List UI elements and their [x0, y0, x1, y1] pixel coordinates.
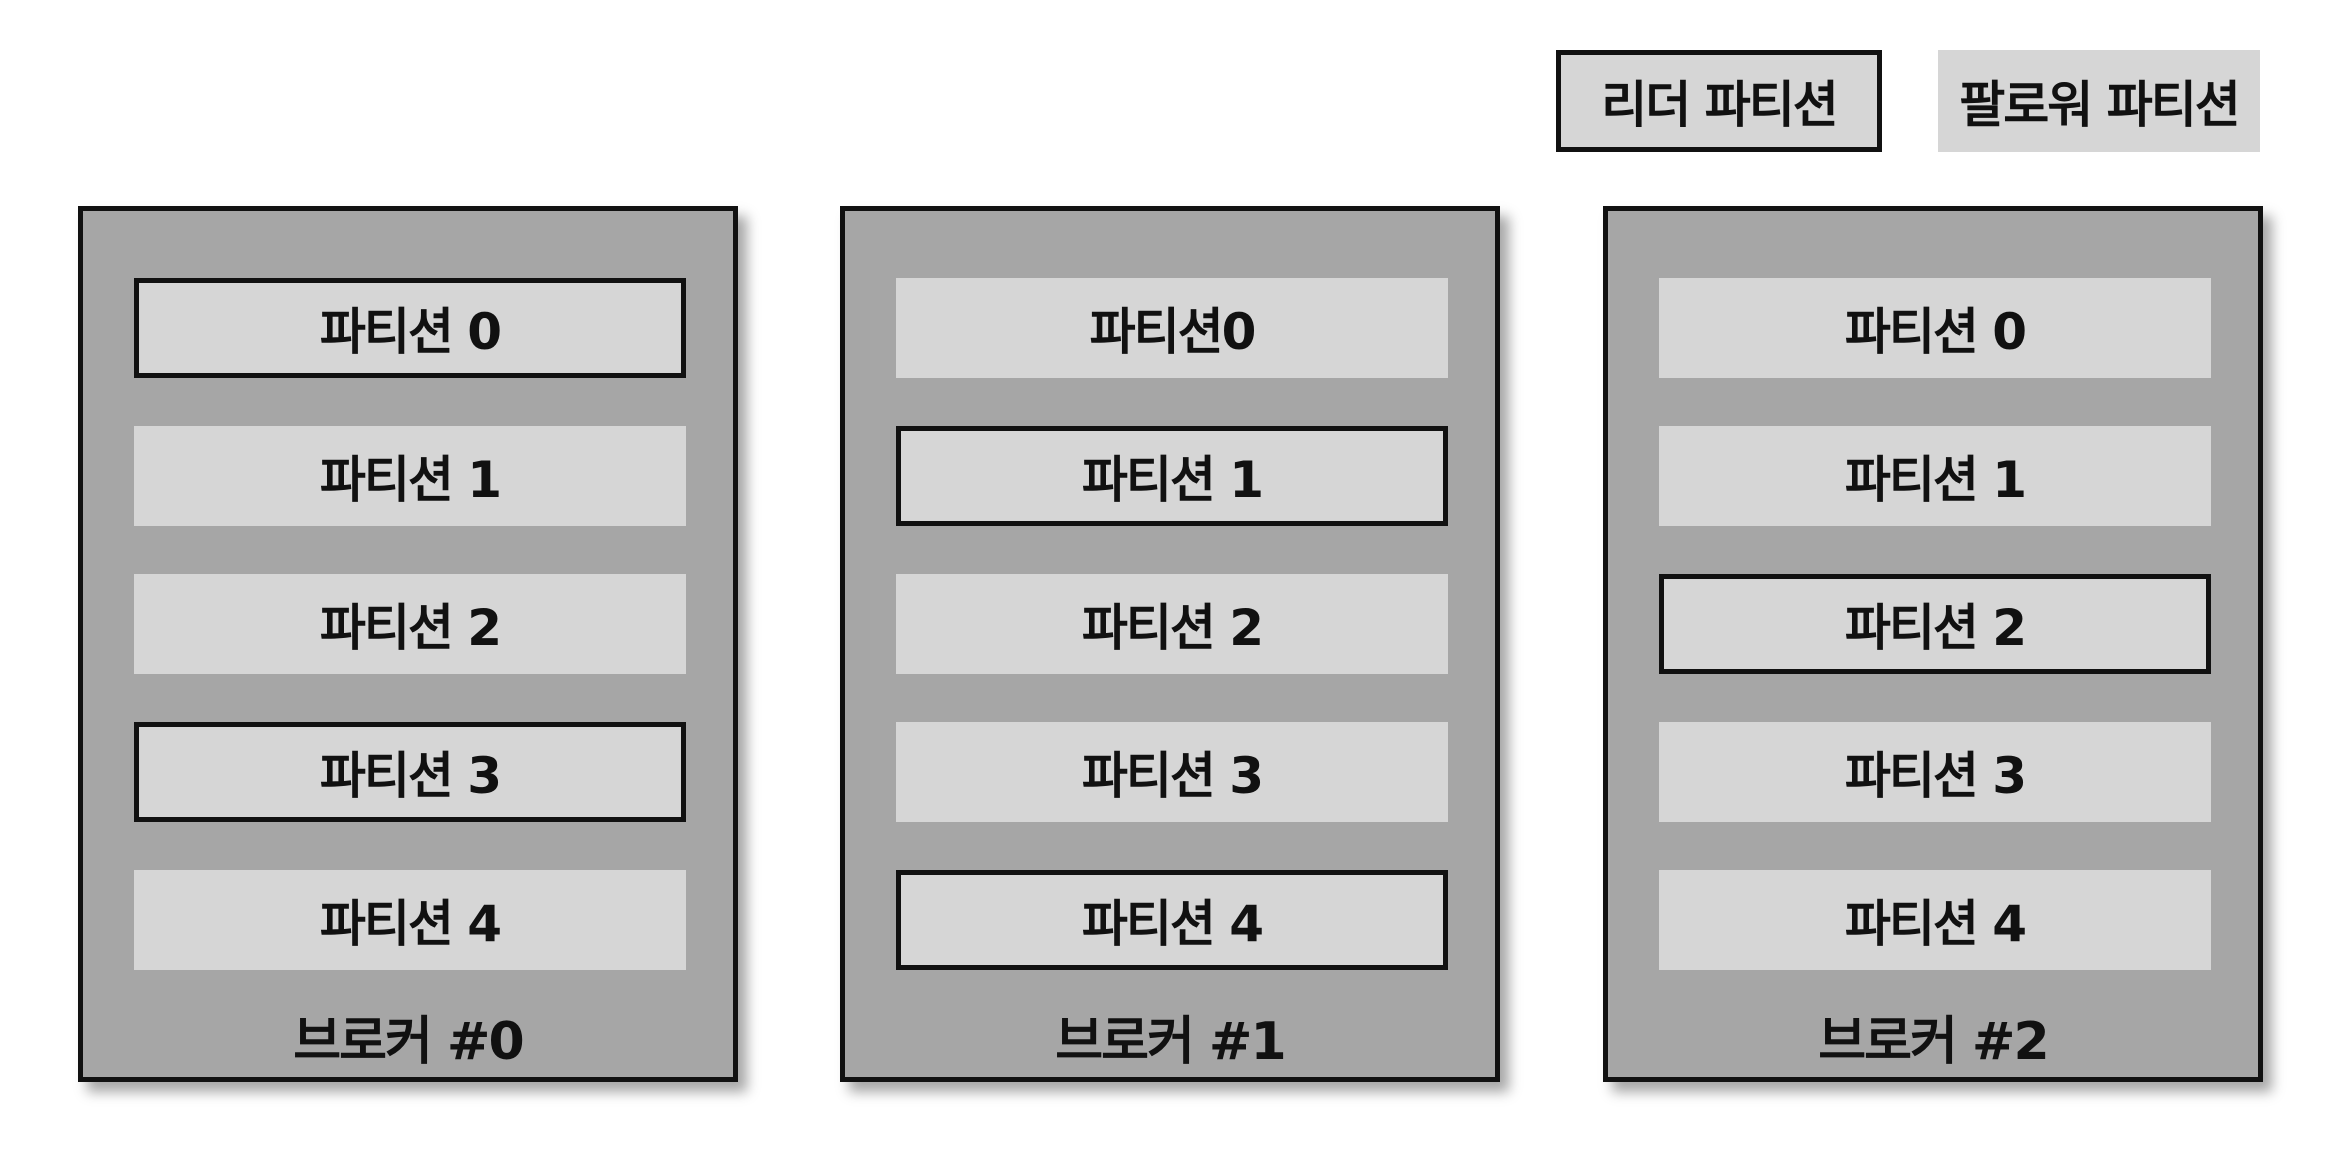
broker-1-partition-3: 파티션 3: [896, 722, 1448, 822]
broker-2-partition-2: 파티션 2: [1659, 574, 2211, 674]
broker-2: 파티션 0 파티션 1 파티션 2 파티션 3 파티션 4 브로커 #2: [1603, 206, 2263, 1082]
broker-1-partition-1: 파티션 1: [896, 426, 1448, 526]
broker-0: 파티션 0 파티션 1 파티션 2 파티션 3 파티션 4 브로커 #0: [78, 206, 738, 1082]
broker-0-partition-0: 파티션 0: [134, 278, 686, 378]
broker-1-partition-4: 파티션 4: [896, 870, 1448, 970]
broker-1-label: 브로커 #1: [1055, 1011, 1286, 1072]
broker-2-label: 브로커 #2: [1818, 1011, 2049, 1072]
broker-0-partition-1: 파티션 1: [134, 426, 686, 526]
broker-0-partition-3: 파티션 3: [134, 722, 686, 822]
broker-2-partition-3: 파티션 3: [1659, 722, 2211, 822]
broker-2-partition-0: 파티션 0: [1659, 278, 2211, 378]
broker-0-partition-2: 파티션 2: [134, 574, 686, 674]
broker-2-partition-4: 파티션 4: [1659, 870, 2211, 970]
broker-1-partition-0: 파티션0: [896, 278, 1448, 378]
legend-leader-partition: 리더 파티션: [1556, 50, 1882, 152]
broker-1: 파티션0 파티션 1 파티션 2 파티션 3 파티션 4 브로커 #1: [840, 206, 1500, 1082]
broker-0-label: 브로커 #0: [293, 1011, 524, 1072]
legend-follower-partition: 팔로워 파티션: [1938, 50, 2260, 152]
broker-1-partition-2: 파티션 2: [896, 574, 1448, 674]
broker-0-partition-4: 파티션 4: [134, 870, 686, 970]
broker-2-partition-1: 파티션 1: [1659, 426, 2211, 526]
